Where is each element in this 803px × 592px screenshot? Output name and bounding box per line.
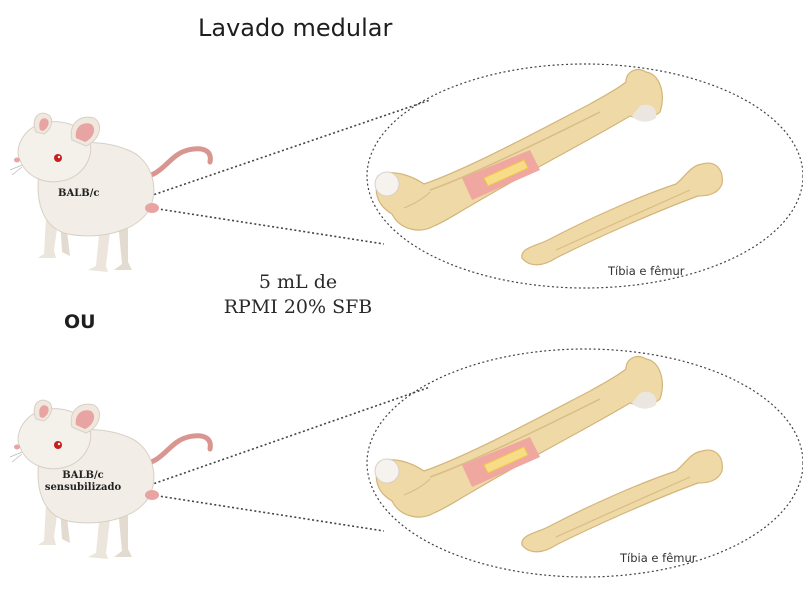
group-2 <box>10 349 803 577</box>
mouse-label-1: BALB/c <box>58 188 99 200</box>
zoom-ellipse-1 <box>367 64 803 288</box>
connector-line-bottom-1 <box>152 208 384 244</box>
separator-or: OU <box>64 311 96 333</box>
wash-medium-line1: 5 mL de <box>208 270 388 295</box>
bones-label-2: Tíbia e fêmur <box>620 551 697 565</box>
mouse-balbc-1 <box>10 113 210 272</box>
bones-2 <box>375 357 722 552</box>
wash-medium-label: 5 mL de RPMI 20% SFB <box>208 270 388 320</box>
group-1 <box>10 64 803 288</box>
mouse-label-2-line2: sensubilizado <box>38 482 128 494</box>
bones-label-1: Tíbia e fêmur <box>608 264 685 278</box>
zoom-ellipse-2 <box>367 349 803 577</box>
wash-medium-line2: RPMI 20% SFB <box>208 295 388 320</box>
connector-line-bottom-2 <box>152 495 384 531</box>
mouse-label-2: BALB/c sensubilizado <box>38 470 128 494</box>
mouse-label-1-text: BALB/c <box>58 188 99 199</box>
diagram-title: Lavado medular <box>198 14 392 42</box>
mouse-label-2-line1: BALB/c <box>38 470 128 482</box>
bones-1 <box>375 70 722 265</box>
